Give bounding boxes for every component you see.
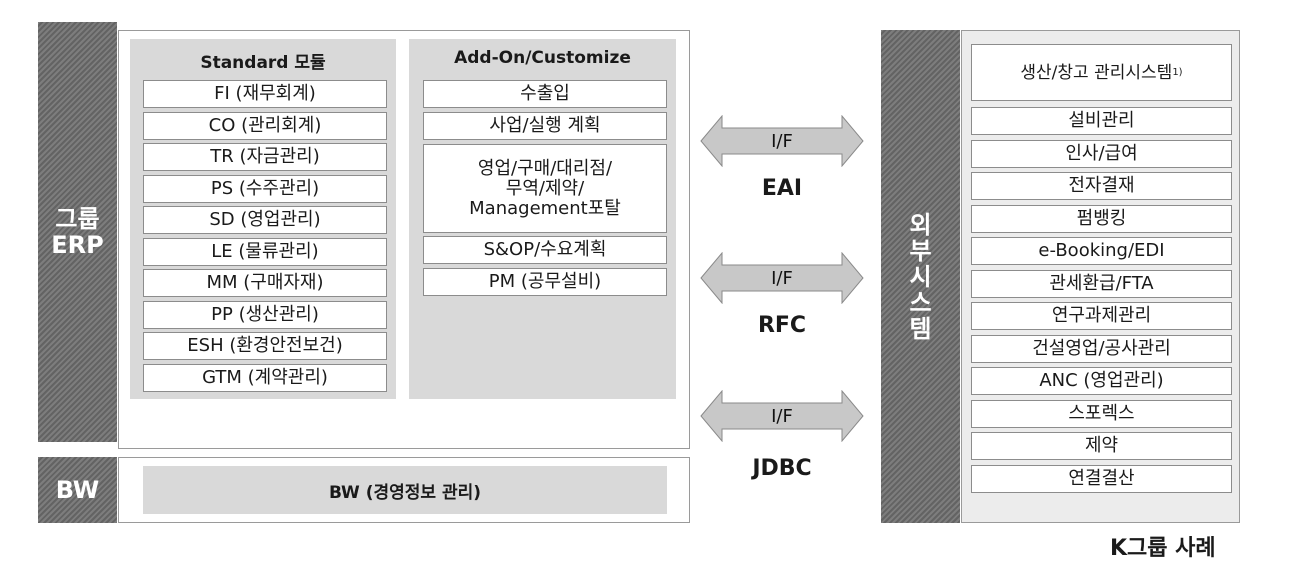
bw-label: BW bbox=[55, 476, 100, 504]
interface-protocol-label: RFC bbox=[757, 313, 807, 338]
arrow-shape bbox=[700, 251, 864, 305]
addon-module-item: PM (공무설비) bbox=[423, 268, 667, 296]
standard-module-header: Standard 모듈 bbox=[200, 53, 326, 73]
external-item: 인사/급여 bbox=[971, 139, 1232, 168]
external-item-label: 생산/창고 관리시스템 bbox=[1020, 62, 1173, 83]
addon-module-item: 사업/실행 계획 bbox=[423, 112, 667, 140]
arrow-shape bbox=[700, 389, 864, 443]
interface-arrow: I/F bbox=[700, 251, 864, 305]
standard-module-item: FI (재무회계) bbox=[143, 80, 387, 108]
interface-arrow: I/F bbox=[700, 114, 864, 168]
external-item: 펌뱅킹 bbox=[971, 204, 1232, 233]
standard-module-item: LE (물류관리) bbox=[143, 237, 387, 266]
interface-arrow-label: I/F bbox=[771, 405, 793, 427]
addon-module-item: 수출입 bbox=[423, 80, 667, 108]
standard-module-item: MM (구매자재) bbox=[143, 269, 387, 297]
external-item: 설비관리 bbox=[971, 107, 1232, 135]
standard-module-item: ESH (환경안전보건) bbox=[143, 332, 387, 360]
standard-module-item: PS (수주관리) bbox=[143, 174, 387, 203]
arrow-shape bbox=[700, 114, 864, 168]
external-item: ANC (영업관리) bbox=[971, 367, 1232, 395]
double-arrow-icon bbox=[700, 389, 864, 443]
addon-module-item: S&OP/수요계획 bbox=[423, 236, 667, 264]
interface-arrow-label: I/F bbox=[771, 130, 793, 152]
bw-content-box: BW (경영정보 관리) bbox=[143, 466, 667, 514]
external-item: 관세환급/FTA bbox=[971, 269, 1232, 298]
interface-protocol-label: EAI bbox=[761, 176, 803, 201]
standard-module-item: GTM (계약관리) bbox=[143, 363, 387, 392]
external-item: e-Booking/EDI bbox=[971, 237, 1232, 265]
standard-module-item: SD (영업관리) bbox=[143, 206, 387, 234]
addon-module-header: Add-On/Customize bbox=[454, 48, 631, 68]
bw-content-label: BW (경영정보 관리) bbox=[329, 482, 481, 503]
double-arrow-icon bbox=[700, 251, 864, 305]
case-footer-label: K그룹 사례 bbox=[1110, 536, 1216, 561]
external-item: 연구과제관리 bbox=[971, 302, 1232, 330]
standard-module-item: TR (자금관리) bbox=[143, 143, 387, 171]
interface-protocol-label: JDBC bbox=[752, 456, 812, 481]
double-arrow-icon bbox=[700, 114, 864, 168]
interface-arrow-label: I/F bbox=[771, 267, 793, 289]
external-item: 건설영업/공사관리 bbox=[971, 334, 1232, 363]
footnote-mark: 1) bbox=[1172, 66, 1183, 78]
standard-module-item: PP (생산관리) bbox=[143, 300, 387, 329]
external-item: 스포렉스 bbox=[971, 399, 1232, 428]
external-item: 연결결산 bbox=[971, 464, 1232, 493]
interface-arrow: I/F bbox=[700, 389, 864, 443]
addon-module-item: 영업/구매/대리점/무역/제약/Management포탈 bbox=[423, 144, 667, 233]
bw-sidebar: BW bbox=[38, 457, 117, 523]
standard-module-item: CO (관리회계) bbox=[143, 111, 387, 140]
external-item: 전자결재 bbox=[971, 172, 1232, 200]
external-item: 제약 bbox=[971, 432, 1232, 460]
